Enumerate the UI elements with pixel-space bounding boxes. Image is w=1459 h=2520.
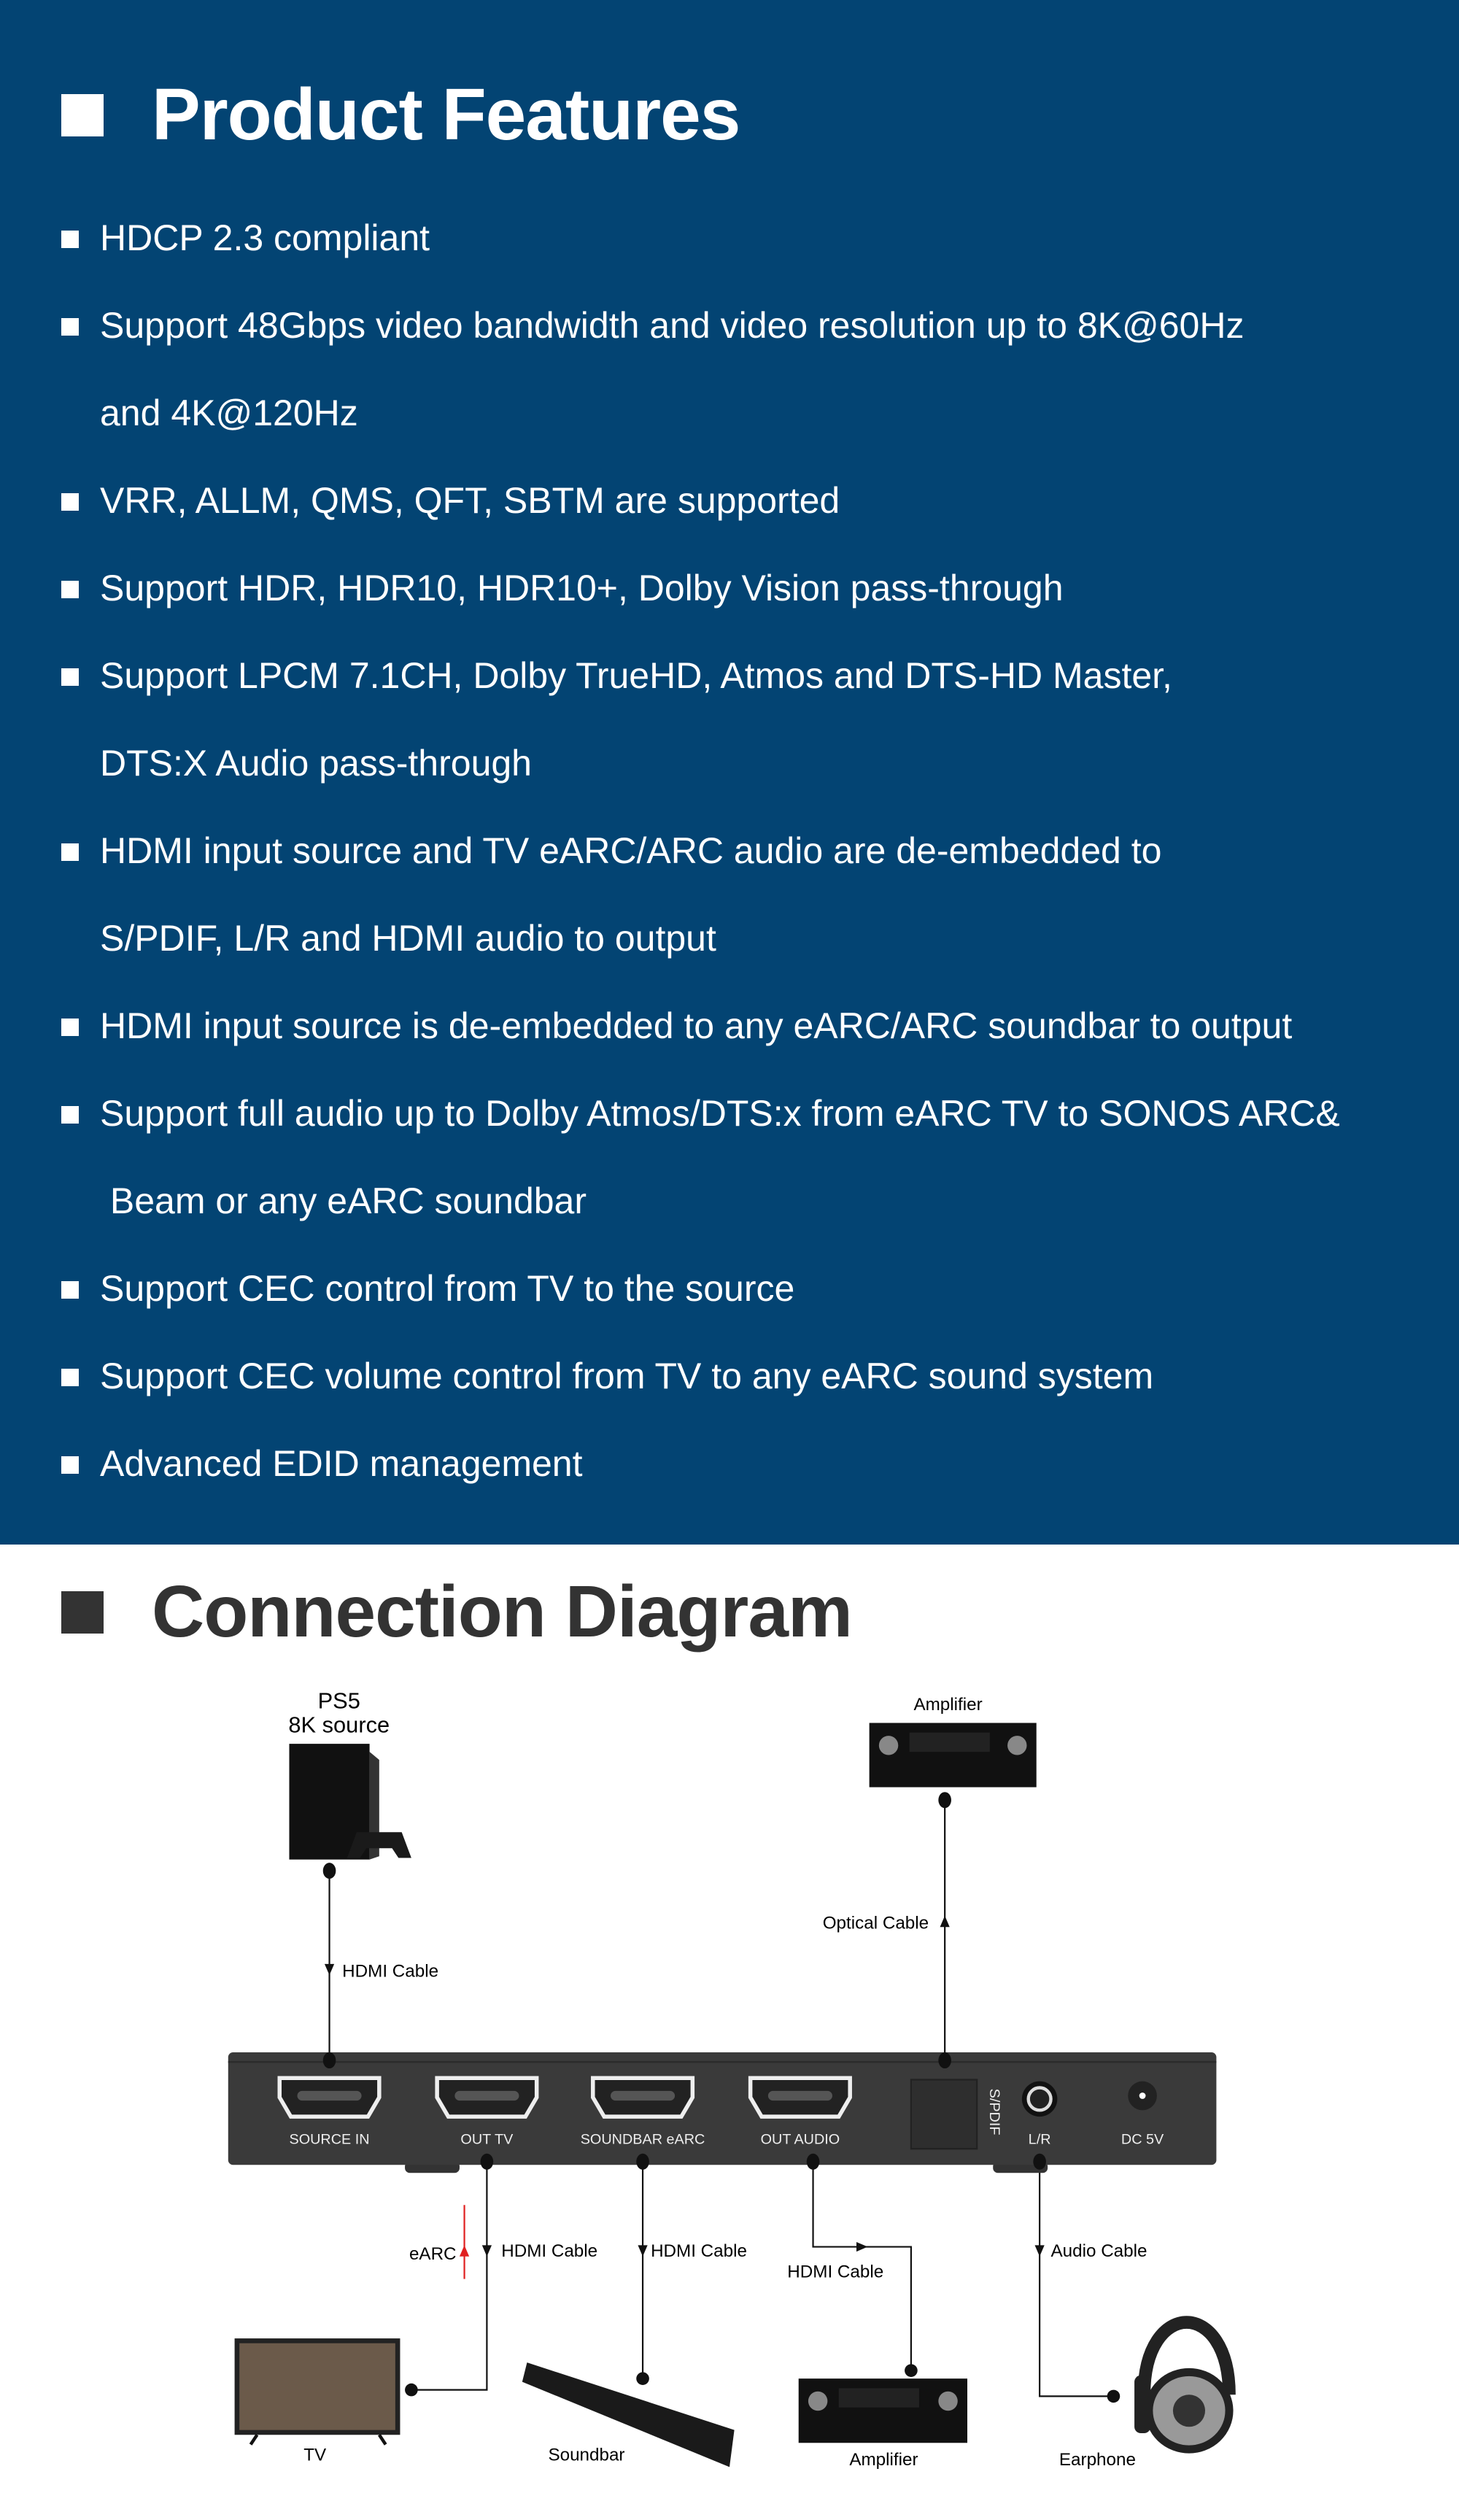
feature-text: HDCP 2.3 compliant	[100, 217, 430, 258]
port-label: SOUNDBAR eARC	[581, 2132, 705, 2148]
hdmi-cable-label: HDMI Cable	[342, 1962, 438, 1982]
port-label: DC 5V	[1121, 2132, 1164, 2148]
amplifier-label: Amplifier	[913, 1695, 982, 1715]
hdmi-cable-label: HDMI Cable	[651, 2241, 747, 2261]
feature-text: HDMI input source and TV eARC/ARC audio …	[100, 830, 1162, 871]
bullet-square-icon	[61, 581, 79, 598]
bullet-square-icon	[61, 1281, 79, 1299]
feature-text: Support CEC control from TV to the sourc…	[100, 1268, 795, 1309]
bullet-square-icon	[61, 668, 79, 686]
bullet-square-icon	[61, 1369, 79, 1386]
amplifier-icon	[798, 2378, 967, 2443]
bullet-square-icon	[61, 1106, 79, 1124]
product-features-section	[0, 0, 1459, 1545]
heading-text: Connection Diagram	[152, 1571, 853, 1653]
port-label: OUT TV	[460, 2132, 514, 2148]
bullet-square-icon	[61, 231, 79, 248]
earc-label: eARC	[409, 2244, 457, 2264]
feature-text: S/PDIF, L/R and HDMI audio to output	[100, 918, 716, 959]
heading-square-icon	[61, 93, 104, 136]
connection-diagram-heading: Connection Diagram	[61, 1570, 853, 1654]
heading-text: Product Features	[152, 74, 740, 155]
feature-text: Beam or any eARC soundbar	[100, 1180, 587, 1221]
ps5-sublabel: 8K source	[288, 1712, 390, 1738]
hdmi-cable-label: HDMI Cable	[501, 2241, 597, 2261]
feature-text: Support 48Gbps video bandwidth and video…	[100, 305, 1245, 346]
tv-label: TV	[303, 2446, 327, 2465]
feature-text: Support LPCM 7.1CH, Dolby TrueHD, Atmos …	[100, 655, 1172, 696]
feature-text: Support CEC volume control from TV to an…	[100, 1356, 1154, 1396]
feature-text: and 4K@120Hz	[100, 393, 358, 433]
bullet-square-icon	[61, 1456, 79, 1474]
port-label: OUT AUDIO	[761, 2132, 840, 2148]
feature-text: HDMI input source is de-embedded to any …	[100, 1005, 1293, 1046]
bullet-square-icon	[61, 318, 79, 336]
port-label: S/PDIF	[986, 2089, 1002, 2136]
hdmi-cable-label: HDMI Cable	[787, 2262, 883, 2281]
switch-device-rear-panel: SOURCE IN OUT TV SOUNDBAR eARC OUT AUDIO…	[228, 2052, 1217, 2173]
connection-diagram: PS5 8K source HDMI Cable Amplifier Optic…	[228, 1688, 1236, 2470]
amplifier-label: Amplifier	[849, 2450, 918, 2470]
feature-text: DTS:X Audio pass-through	[100, 743, 532, 784]
heading-square-icon	[61, 1591, 104, 1634]
amplifier-icon	[869, 1723, 1037, 1787]
feature-text: Support HDR, HDR10, HDR10+, Dolby Vision…	[100, 568, 1064, 608]
bullet-square-icon	[61, 493, 79, 511]
bullet-square-icon	[61, 1019, 79, 1036]
feature-text: Support full audio up to Dolby Atmos/DTS…	[100, 1093, 1340, 1134]
soundbar-label: Soundbar	[548, 2446, 624, 2465]
bullet-square-icon	[61, 843, 79, 861]
hdmi-port-icon	[437, 2078, 537, 2117]
tv-icon	[234, 2338, 400, 2446]
feature-text: VRR, ALLM, QMS, QFT, SBTM are supported	[100, 480, 840, 521]
headphones-icon	[1134, 2316, 1236, 2454]
port-label: SOURCE IN	[289, 2132, 369, 2148]
ps5-label: PS5	[318, 1688, 360, 1714]
hdmi-port-icon	[751, 2078, 851, 2117]
product-features-heading: Product Features	[61, 73, 740, 157]
optical-cable-label: Optical Cable	[823, 1913, 929, 1933]
port-label: L/R	[1029, 2132, 1051, 2148]
hdmi-port-icon	[279, 2078, 379, 2117]
ps5-console-icon	[289, 1744, 411, 1860]
feature-text: Advanced EDID management	[100, 1443, 583, 1484]
earphone-label: Earphone	[1059, 2450, 1136, 2470]
audio-cable-label: Audio Cable	[1051, 2241, 1148, 2261]
hdmi-port-icon	[593, 2078, 693, 2117]
soundbar-icon	[522, 2362, 735, 2467]
